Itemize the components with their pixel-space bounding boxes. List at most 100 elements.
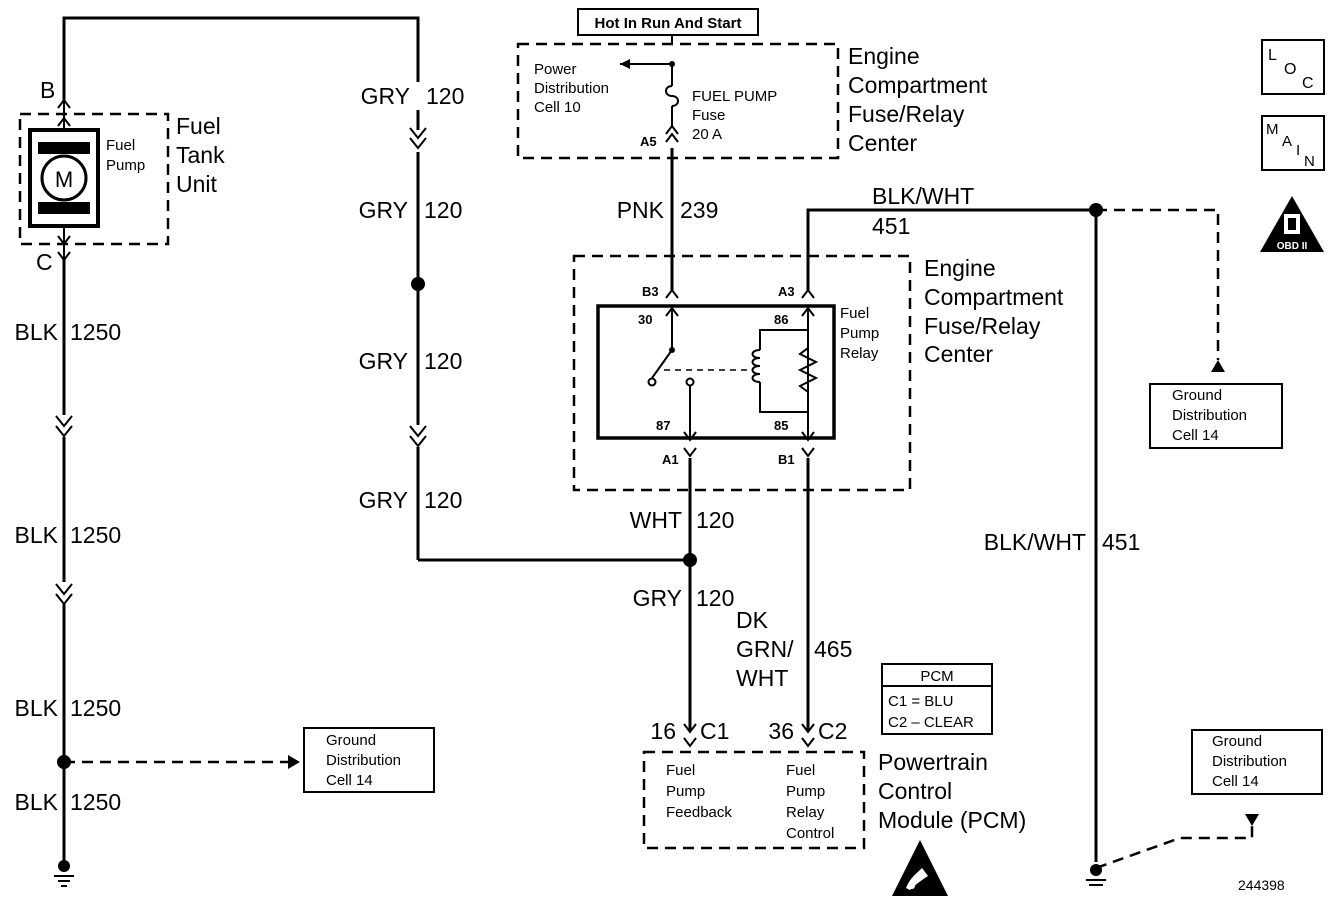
ground-left-2: Distribution <box>326 752 401 769</box>
pin-b3: B3 <box>642 284 659 299</box>
wire-gry-5-num: 120 <box>696 585 734 611</box>
pcm-feedback-1: Fuel <box>666 762 695 779</box>
wire-gry-5: GRY <box>633 585 682 611</box>
motor-label: M <box>55 167 73 192</box>
splice-wht-gry <box>683 553 697 567</box>
pcm-legend: PCM C1 = BLU C2 – CLEAR <box>881 663 993 735</box>
pcm-c1: C1 <box>700 718 729 744</box>
wire-pnk: PNK <box>617 197 665 223</box>
main-i: I <box>1296 142 1300 159</box>
pcm-title-2: Control <box>878 778 952 804</box>
top-center-title-2: Compartment <box>848 72 988 98</box>
term-86: 86 <box>774 312 788 327</box>
term-30: 30 <box>638 312 652 327</box>
pin-a3: A3 <box>778 284 795 299</box>
pcm-feedback-3: Feedback <box>666 804 732 821</box>
hot-label: Hot In Run And Start <box>595 15 742 32</box>
ground-cell-left: Ground Distribution Cell 14 <box>303 727 435 793</box>
pcm-control-1: Fuel <box>786 762 815 779</box>
loc-icon: L O C <box>1261 39 1325 95</box>
wire-labels: GRY 120 GRY 120 GRY 120 GRY 120 PNK 239 … <box>15 82 1140 815</box>
ground-symbols <box>54 860 1106 887</box>
ground-right-1: Ground <box>1172 387 1222 404</box>
wire-gry-3: GRY <box>359 348 408 374</box>
relay-label-2: Pump <box>840 325 879 342</box>
inline-connectors <box>55 127 427 606</box>
obd-icon: OBD II <box>1260 196 1324 252</box>
bottom-center-title-3: Fuse/Relay <box>924 313 1041 339</box>
wire-wht: WHT <box>630 507 682 533</box>
fuse-name: FUEL PUMP <box>692 88 777 105</box>
wire-blk-1: BLK <box>15 319 59 345</box>
pcm-c2: C2 <box>818 718 847 744</box>
fuse-word: Fuse <box>692 107 725 124</box>
pcm-c1-pin: 16 <box>650 718 676 744</box>
wires <box>62 16 1098 862</box>
wire-dkgrn-3: WHT <box>736 665 788 691</box>
top-center-title-3: Fuse/Relay <box>848 101 965 127</box>
power-dist-3: Cell 10 <box>534 99 581 116</box>
wire-blkwht-right: BLK/WHT <box>984 529 1086 555</box>
wire-pnk-num: 239 <box>680 197 718 223</box>
pcm-title-1: Powertrain <box>878 749 988 775</box>
fuse-center-top: Hot In Run And Start Power Distribution … <box>516 8 988 160</box>
pcm-legend-c2: C2 – CLEAR <box>888 714 974 731</box>
ground-br-1: Ground <box>1212 733 1262 750</box>
pcm-feedback-2: Pump <box>666 783 705 800</box>
fuse-rating: 20 A <box>692 126 722 143</box>
relay-label-1: Fuel <box>840 305 869 322</box>
wire-gry-3-num: 120 <box>424 348 462 374</box>
main-icon: M A I N <box>1261 115 1325 171</box>
ground-cell-bottom-right: Ground Distribution Cell 14 <box>1191 729 1323 795</box>
tank-title-2: Tank <box>176 142 225 168</box>
relay-label-3: Relay <box>840 345 879 362</box>
wire-blk-4-num: 1250 <box>70 789 121 815</box>
main-m: M <box>1266 121 1279 138</box>
fuel-tank-unit: M B C Fuel Pump Fuel Tank Unit <box>18 77 225 275</box>
tank-title-1: Fuel <box>176 113 221 139</box>
wire-blk-2-num: 1250 <box>70 522 121 548</box>
wire-blk-3-num: 1250 <box>70 695 121 721</box>
pcm-title-3: Module (PCM) <box>878 807 1026 833</box>
pcm-control-4: Control <box>786 825 834 842</box>
loc-l: L <box>1268 47 1277 64</box>
ground-right-3: Cell 14 <box>1172 427 1219 444</box>
wire-dkgrn-num: 465 <box>814 636 852 662</box>
wire-blk-3: BLK <box>15 695 59 721</box>
wire-gry-2: GRY <box>359 197 408 223</box>
wire-gry-4-num: 120 <box>424 487 462 513</box>
tank-title-3: Unit <box>176 171 218 197</box>
pcm-control-2: Pump <box>786 783 825 800</box>
wire-blk-2: BLK <box>15 522 59 548</box>
wire-blkwht-right-num: 451 <box>1102 529 1140 555</box>
wire-dkgrn-2: GRN/ <box>736 636 794 662</box>
pcm-legend-c1: C1 = BLU <box>888 693 953 710</box>
pcm-c2-pin: 36 <box>768 718 794 744</box>
top-center-title-1: Engine <box>848 43 920 69</box>
fuel-pump-label: Fuel <box>106 137 135 154</box>
loc-o: O <box>1284 61 1296 78</box>
pin-a5: A5 <box>640 134 657 149</box>
fuel-pump-label-2: Pump <box>106 157 145 174</box>
ground-right-2: Distribution <box>1172 407 1247 424</box>
pcm-module: 16 C1 36 C2 Fuel Pump Feedback Fuel Pump… <box>642 718 1026 896</box>
pin-b: B <box>40 77 55 103</box>
power-dist-2: Distribution <box>534 80 609 97</box>
main-n: N <box>1304 153 1315 170</box>
ground-cell-right: Ground Distribution Cell 14 <box>1149 383 1283 449</box>
obd-label: OBD II <box>1277 241 1308 252</box>
wire-blkwht-top-num: 451 <box>872 213 910 239</box>
wire-blk-4: BLK <box>15 789 59 815</box>
top-center-title-4: Center <box>848 130 917 156</box>
pin-a1: A1 <box>662 452 679 467</box>
pin-b1: B1 <box>778 452 795 467</box>
wire-wht-num: 120 <box>696 507 734 533</box>
wire-blkwht-top: BLK/WHT <box>872 183 974 209</box>
fuse-center-bottom: B3 A3 30 86 87 85 A1 B1 Fuel Pump Relay … <box>572 254 1064 492</box>
hot-label-box <box>577 8 759 36</box>
ground-br-2: Distribution <box>1212 753 1287 770</box>
wire-gry-4: GRY <box>359 487 408 513</box>
ground-left-1: Ground <box>326 732 376 749</box>
bottom-center-title-1: Engine <box>924 255 996 281</box>
wire-dkgrn-1: DK <box>736 607 769 633</box>
